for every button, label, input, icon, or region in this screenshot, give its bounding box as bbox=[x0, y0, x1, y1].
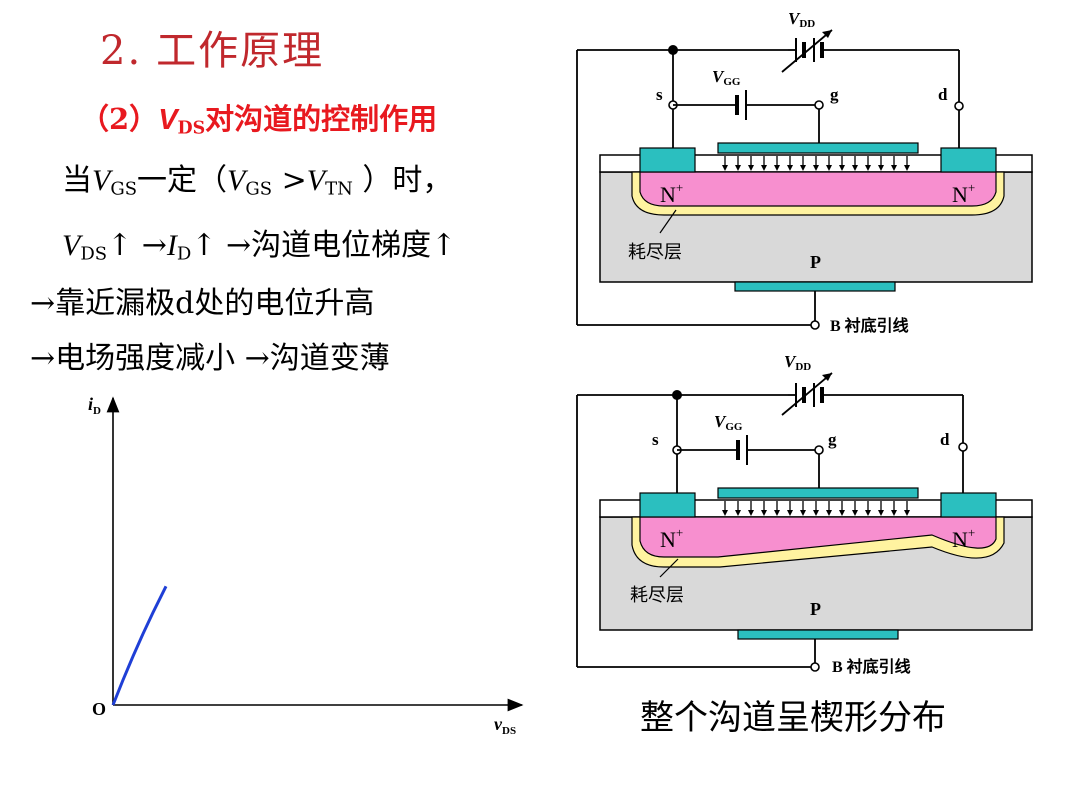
origin-label: O bbox=[92, 699, 106, 719]
vdd-label: VDD bbox=[788, 9, 815, 30]
n-plus-right-label-2: N+ bbox=[952, 525, 975, 552]
depletion-label: 耗尽层 bbox=[628, 242, 682, 262]
source-label: s bbox=[656, 85, 663, 104]
mosfet-diagram-bottom: VDD s VGG g d N+ N+ 耗尽层 P B 衬底引线 bbox=[576, 352, 1033, 676]
wedge-channel bbox=[639, 516, 997, 558]
vgg-label: VGG bbox=[712, 67, 741, 88]
subtitle-suffix: 对沟道的控制作用 bbox=[205, 102, 438, 136]
title-number: 2. bbox=[100, 28, 143, 74]
drain-label-2: d bbox=[940, 430, 950, 449]
bulk-contact bbox=[734, 281, 896, 292]
text-line-3: →靠近漏极d处的电位升高 bbox=[30, 286, 375, 321]
n-plus-right-label: N+ bbox=[952, 180, 975, 207]
text-line-4: →电场强度减小 →沟道变薄 bbox=[30, 341, 390, 376]
subtitle-sub: DS bbox=[177, 118, 206, 139]
diagram-caption: 整个沟道呈楔形分布 bbox=[640, 698, 946, 738]
x-axis-label: vDS bbox=[494, 714, 516, 737]
drain-label: d bbox=[938, 85, 948, 104]
t2s1: DS bbox=[80, 243, 108, 265]
iv-curve-line bbox=[111, 585, 168, 706]
t1d: ）时， bbox=[352, 163, 453, 198]
gate-metal bbox=[717, 142, 919, 154]
t1s2: GS bbox=[245, 178, 273, 200]
n-plus-left-label: N+ bbox=[660, 180, 683, 207]
gate-label: g bbox=[830, 85, 839, 104]
t1v3: V bbox=[306, 164, 326, 197]
title-text: 工作原理 bbox=[156, 28, 325, 74]
slide-title: 2. 工作原理 bbox=[100, 18, 324, 76]
t1a: 当 bbox=[62, 163, 92, 198]
n-plus-region bbox=[639, 171, 997, 207]
bulk-lead-label: B 衬底引线 bbox=[830, 316, 909, 335]
t2v2: I bbox=[166, 229, 177, 262]
mosfet-diagram-top: VDD s VGG g d N+ N+ 耗尽 bbox=[576, 9, 1033, 335]
n-plus-left-label-2: N+ bbox=[660, 525, 683, 552]
text-line-1: 当VGS一定（VGS >VTN ）时， bbox=[62, 155, 452, 200]
subtitle-var: V bbox=[158, 104, 178, 136]
t2s2: D bbox=[176, 243, 192, 265]
source-label-2: s bbox=[652, 430, 659, 449]
t2a: ↑ → bbox=[107, 228, 167, 263]
y-axis-label: iD bbox=[88, 394, 101, 417]
t1b: 一定（ bbox=[137, 163, 228, 198]
t1s1: GS bbox=[110, 178, 138, 200]
t2v1: V bbox=[62, 229, 81, 262]
vgg-label-2: VGG bbox=[714, 412, 743, 433]
vdd-label-2: VDD bbox=[784, 352, 811, 373]
p-label: P bbox=[810, 252, 821, 272]
vdd-variable-arrow bbox=[781, 29, 833, 73]
t1v2: V bbox=[227, 164, 246, 197]
depletion-label-2: 耗尽层 bbox=[630, 585, 684, 605]
bulk-lead-label-2: B 衬底引线 bbox=[832, 657, 911, 676]
gate-label-2: g bbox=[828, 430, 837, 449]
section-subtitle: （2）VDS对沟道的控制作用 bbox=[80, 96, 437, 138]
t1s3: TN bbox=[325, 178, 353, 200]
subtitle-prefix: （2） bbox=[80, 102, 159, 136]
t2b: ↑ →沟道电位梯度↑ bbox=[191, 228, 457, 263]
p-label-2: P bbox=[810, 599, 821, 619]
t1v1: V bbox=[92, 164, 111, 197]
vdd-variable-arrow-2 bbox=[781, 372, 833, 416]
t1c: > bbox=[272, 163, 307, 198]
text-line-2: VDS↑ →ID↑ →沟道电位梯度↑ bbox=[62, 220, 456, 265]
